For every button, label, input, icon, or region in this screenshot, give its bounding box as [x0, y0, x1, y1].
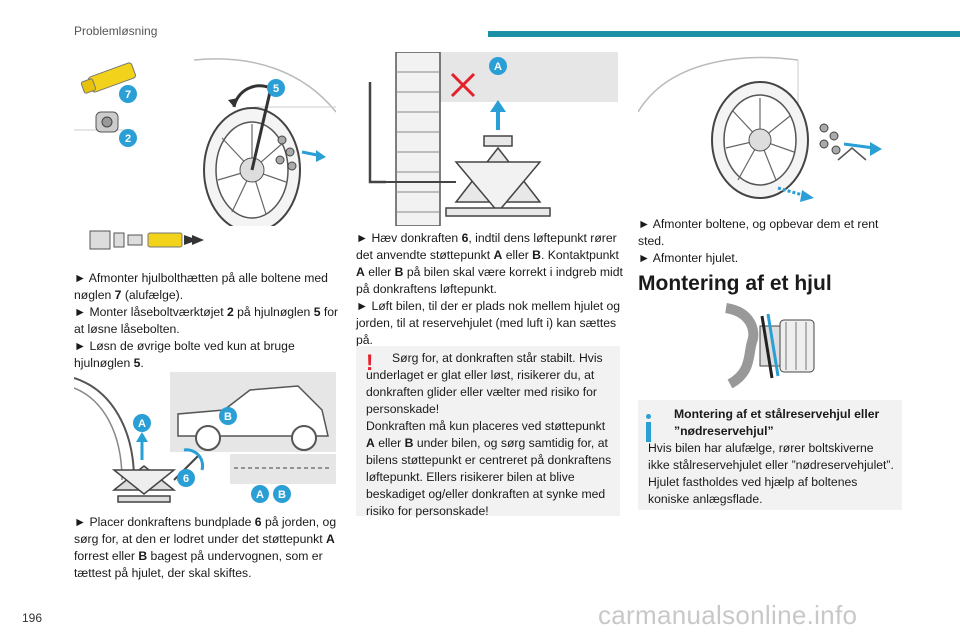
warning-icon: ! — [366, 350, 374, 375]
warning-text-2: Donkraften må kun placeres ved støttepun… — [366, 419, 612, 518]
badge-7: 7 — [125, 89, 131, 101]
col2-text-block: ► Hæv donkraften 6, indtil dens løftepun… — [356, 231, 623, 347]
figure-jack-lift: A — [356, 52, 618, 226]
badge-a-lift: A — [494, 61, 502, 73]
info-body: Hvis bilen har alufælge, rører boltskive… — [648, 441, 894, 506]
figure-jack-position: A B 6 A B — [74, 370, 336, 510]
figure-wheel-bolt-removal: 7 5 2 — [74, 52, 336, 226]
figure-bolt-detail — [712, 302, 832, 388]
badge-a-under: A — [256, 489, 264, 501]
col3-text-block: ► Afmonter boltene, og opbevar dem et re… — [638, 217, 879, 265]
page-number: 196 — [22, 611, 43, 625]
badge-5: 5 — [273, 83, 279, 95]
col1-text-block-2: ► Placer donkraftens bundplade 6 på jord… — [74, 515, 337, 580]
warning-text: Sørg for, at donkraften står stabilt. Hv… — [366, 351, 603, 416]
badge-2: 2 — [125, 133, 131, 145]
figure-key-adapter — [88, 225, 218, 255]
info-title: Montering af et stålreservehjul eller ”n… — [674, 407, 880, 438]
badge-6: 6 — [183, 473, 189, 485]
badge-a-jack: A — [138, 418, 146, 430]
figure-wheel-removal — [638, 52, 900, 202]
info-box: Montering af et stålreservehjul eller ”n… — [638, 400, 902, 510]
info-icon — [646, 414, 651, 442]
warning-box: ! Sørg for, at donkraften står stabilt. … — [356, 346, 620, 518]
page-header-title: Problemløsning — [74, 24, 158, 38]
watermark: carmanualsonline.info — [598, 600, 858, 630]
section-heading: Montering af et hjul — [638, 272, 832, 295]
header-accent-bar — [488, 31, 960, 37]
badge-b-under: B — [278, 489, 286, 501]
col1-text-block: ► Afmonter hjulbolthætten på alle bolten… — [74, 271, 339, 370]
badge-b-car: B — [224, 411, 232, 423]
